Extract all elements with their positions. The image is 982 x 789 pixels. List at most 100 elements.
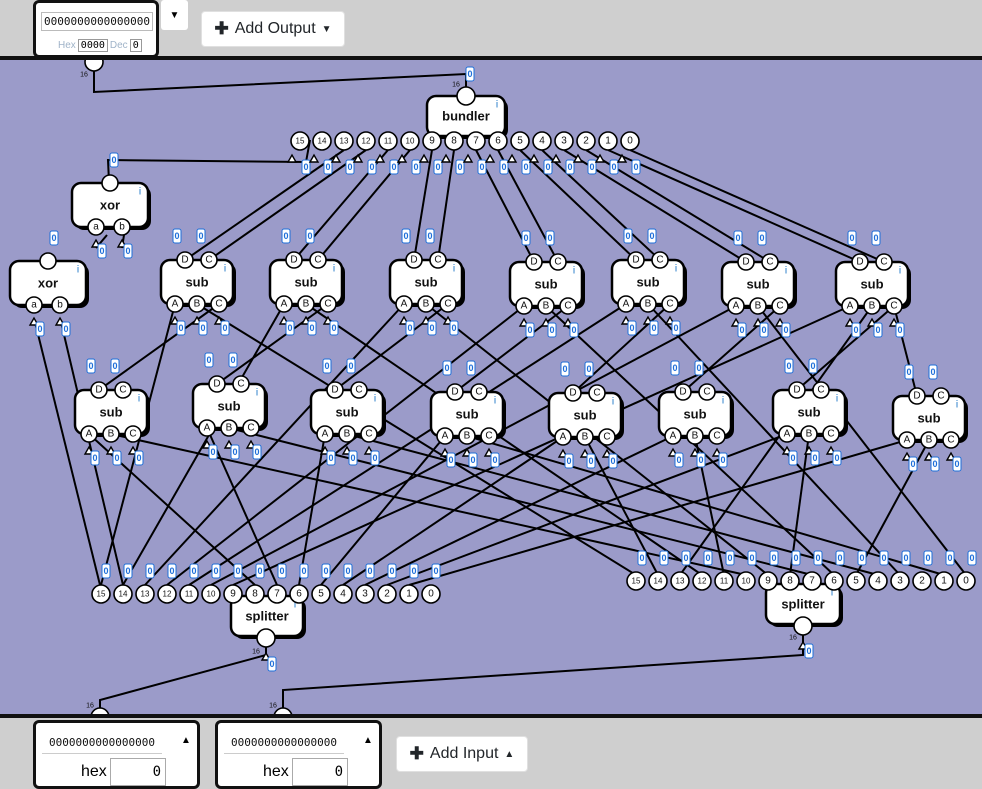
port[interactable]	[400, 131, 420, 151]
port[interactable]	[297, 295, 315, 313]
port[interactable]	[598, 428, 616, 446]
port[interactable]	[91, 584, 111, 604]
port[interactable]	[626, 571, 646, 591]
port[interactable]	[537, 297, 555, 315]
port[interactable]	[793, 616, 813, 636]
port[interactable]	[648, 571, 668, 591]
port[interactable]	[113, 218, 131, 236]
port[interactable]	[102, 425, 120, 443]
port[interactable]	[466, 131, 486, 151]
port[interactable]	[114, 381, 132, 399]
port[interactable]	[200, 251, 218, 269]
port[interactable]	[220, 419, 238, 437]
port[interactable]	[749, 297, 767, 315]
port[interactable]	[885, 297, 903, 315]
port[interactable]	[863, 297, 881, 315]
port[interactable]	[395, 295, 413, 313]
port[interactable]	[356, 131, 376, 151]
port[interactable]	[617, 295, 635, 313]
port[interactable]	[898, 431, 916, 449]
port[interactable]	[956, 571, 976, 591]
port[interactable]	[554, 131, 574, 151]
port[interactable]	[692, 571, 712, 591]
port[interactable]	[223, 584, 243, 604]
port[interactable]	[458, 427, 476, 445]
port[interactable]	[532, 131, 552, 151]
port[interactable]	[470, 383, 488, 401]
port[interactable]	[422, 131, 442, 151]
port[interactable]	[208, 375, 226, 393]
port[interactable]	[267, 584, 287, 604]
port[interactable]	[736, 571, 756, 591]
port[interactable]	[377, 584, 397, 604]
port[interactable]	[378, 131, 398, 151]
port[interactable]	[510, 131, 530, 151]
port[interactable]	[788, 381, 806, 399]
port[interactable]	[875, 253, 893, 271]
input-pin-2[interactable]: 16	[269, 703, 293, 715]
port[interactable]	[934, 571, 954, 591]
port[interactable]	[670, 571, 690, 591]
port[interactable]	[737, 253, 755, 271]
port[interactable]	[727, 297, 745, 315]
input-pin-1[interactable]: 16	[86, 703, 110, 715]
port[interactable]	[846, 571, 866, 591]
port[interactable]	[429, 251, 447, 269]
port[interactable]	[639, 295, 657, 313]
caret-up-icon[interactable]: ▲	[363, 735, 373, 746]
port[interactable]	[912, 571, 932, 591]
port[interactable]	[525, 253, 543, 271]
port[interactable]	[714, 571, 734, 591]
port[interactable]	[135, 584, 155, 604]
port[interactable]	[166, 295, 184, 313]
port[interactable]	[84, 60, 104, 72]
port[interactable]	[39, 252, 57, 270]
port[interactable]	[316, 425, 334, 443]
port[interactable]	[456, 86, 476, 106]
port[interactable]	[932, 387, 950, 405]
output-pin[interactable]: 16	[80, 60, 104, 79]
port[interactable]	[273, 707, 293, 714]
port[interactable]	[549, 253, 567, 271]
port[interactable]	[920, 431, 938, 449]
port[interactable]	[311, 584, 331, 604]
port[interactable]	[661, 295, 679, 313]
port[interactable]	[198, 419, 216, 437]
port[interactable]	[210, 295, 228, 313]
input-widget-2[interactable]: 0000000000000000 ▲ hex 0	[215, 720, 382, 789]
port[interactable]	[851, 253, 869, 271]
port[interactable]	[664, 427, 682, 445]
port[interactable]	[761, 253, 779, 271]
port[interactable]	[289, 584, 309, 604]
port[interactable]	[778, 425, 796, 443]
port[interactable]	[421, 584, 441, 604]
port[interactable]	[488, 131, 508, 151]
port[interactable]	[290, 131, 310, 151]
port[interactable]	[890, 571, 910, 591]
port[interactable]	[576, 428, 594, 446]
port[interactable]	[201, 584, 221, 604]
port[interactable]	[841, 297, 859, 315]
port[interactable]	[439, 295, 457, 313]
port[interactable]	[319, 295, 337, 313]
port[interactable]	[113, 584, 133, 604]
port[interactable]	[90, 707, 110, 714]
port[interactable]	[780, 571, 800, 591]
port[interactable]	[256, 628, 276, 648]
port[interactable]	[771, 297, 789, 315]
output-dropdown-button[interactable]: ▼	[161, 0, 188, 30]
port[interactable]	[812, 381, 830, 399]
port[interactable]	[285, 251, 303, 269]
port[interactable]	[124, 425, 142, 443]
port[interactable]	[399, 584, 419, 604]
